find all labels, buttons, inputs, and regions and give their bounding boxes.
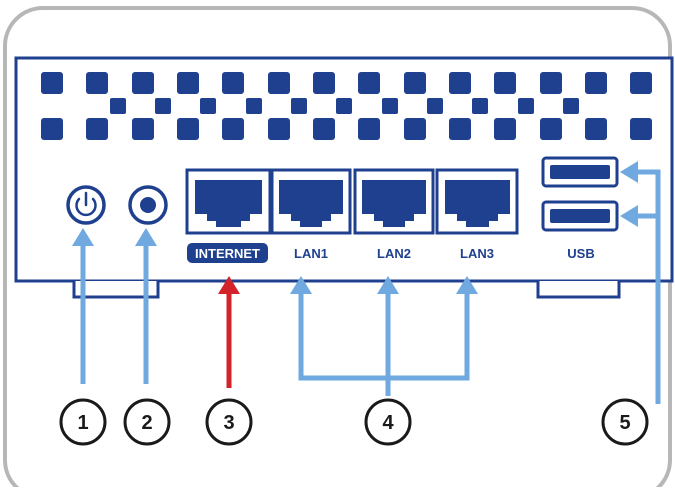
callout-arrow-3 (218, 276, 240, 388)
callout-3: 3 (205, 398, 253, 446)
callout-5-number: 5 (619, 412, 630, 434)
callout-2: 2 (123, 398, 171, 446)
ethernet-port-lan1[interactable] (270, 168, 352, 235)
ethernet-port-lan3[interactable] (435, 168, 519, 235)
lan2-label: LAN2 (377, 246, 411, 261)
lan1-label: LAN1 (294, 246, 328, 261)
vent-grille (41, 72, 652, 140)
left-foot (72, 281, 160, 299)
callout-3-number: 3 (223, 412, 234, 434)
callout-arrow-5 (620, 161, 661, 404)
callout-4: 4 (364, 398, 412, 446)
callout-5: 5 (601, 398, 649, 446)
reset-icon[interactable] (128, 185, 168, 225)
callout-arrow-1 (72, 228, 94, 384)
callout-4-number: 4 (382, 412, 394, 434)
callout-arrow-4 (290, 276, 478, 396)
internet-label-badge (187, 243, 268, 263)
internet-label: INTERNET (195, 246, 260, 261)
ethernet-port-lan2[interactable] (353, 168, 435, 235)
callout-arrow-2 (135, 228, 157, 384)
usb-port-bottom[interactable] (541, 200, 619, 232)
ethernet-port-internet[interactable] (185, 168, 272, 235)
callout-2-number: 2 (141, 412, 152, 434)
usb-port-top[interactable] (541, 156, 619, 188)
usb-label: USB (567, 246, 594, 261)
right-foot (536, 281, 621, 299)
callout-1-number: 1 (77, 412, 88, 434)
lan3-label: LAN3 (460, 246, 494, 261)
callout-1: 1 (59, 398, 107, 446)
power-icon[interactable] (66, 185, 106, 225)
